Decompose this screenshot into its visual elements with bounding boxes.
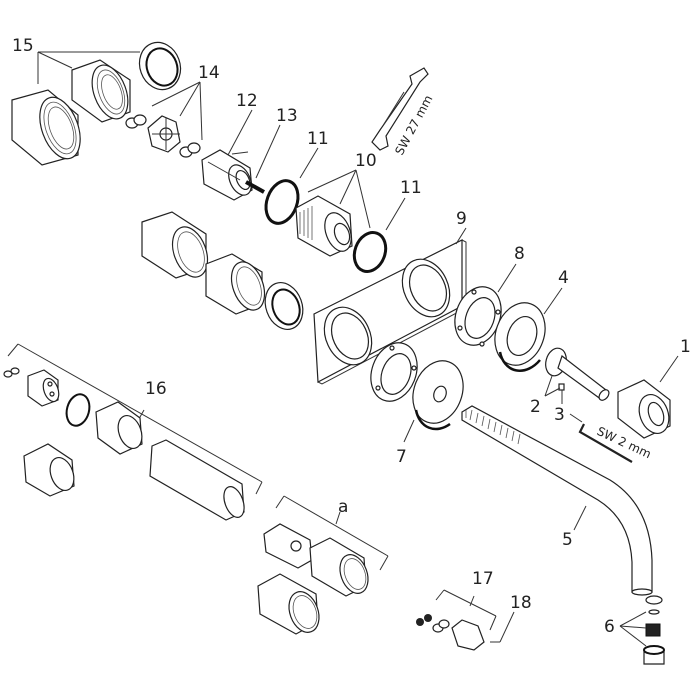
part-16-extension-set xyxy=(3,343,263,521)
label-14: 14 xyxy=(198,63,220,83)
part-4-escutcheon xyxy=(494,287,563,372)
label-12: 12 xyxy=(236,91,258,111)
label-4: 4 xyxy=(558,268,569,288)
part-6-aerator xyxy=(619,595,665,665)
grub-screw-icon xyxy=(558,383,565,391)
part-9-cover-plate xyxy=(313,227,468,385)
part-17-check-valve-set xyxy=(416,589,497,651)
label-11a: 11 xyxy=(307,129,329,149)
label-15: 15 xyxy=(12,36,34,56)
part-10-adaptor xyxy=(295,169,371,257)
label-7: 7 xyxy=(396,447,407,467)
part-1-handle-cap xyxy=(617,355,679,439)
part-5-spout xyxy=(461,405,653,596)
part-12-cartridge xyxy=(201,149,253,201)
label-3: 3 xyxy=(554,405,565,425)
label-10: 10 xyxy=(355,151,377,171)
label-9: 9 xyxy=(456,209,467,229)
label-8: 8 xyxy=(514,244,525,264)
label-11b: 11 xyxy=(400,178,422,198)
label-1: 1 xyxy=(680,337,691,357)
part-a-assembly-set xyxy=(257,495,389,635)
wrench-tool: SW 27 mm xyxy=(371,67,436,157)
part-11-oring-right xyxy=(352,231,388,273)
label-18: 18 xyxy=(510,593,532,613)
part-7-spout-rosette xyxy=(370,342,464,443)
label-5: 5 xyxy=(562,530,573,550)
part-8-flange xyxy=(454,263,517,347)
part-18-leader xyxy=(490,611,515,643)
part-15-sleeves xyxy=(11,41,182,166)
part-14-stop-ring xyxy=(125,81,203,158)
part-2-lever-handle xyxy=(544,347,610,401)
part-13-spindle xyxy=(245,124,281,194)
label-13: 13 xyxy=(276,106,298,126)
label-6: 6 xyxy=(604,617,615,637)
label-2: 2 xyxy=(530,397,541,417)
sleeve-set-middle xyxy=(141,211,304,330)
label-a: a xyxy=(338,497,348,517)
label-16: 16 xyxy=(145,379,167,399)
part-11-oring-left xyxy=(264,179,300,225)
label-17: 17 xyxy=(472,569,494,589)
